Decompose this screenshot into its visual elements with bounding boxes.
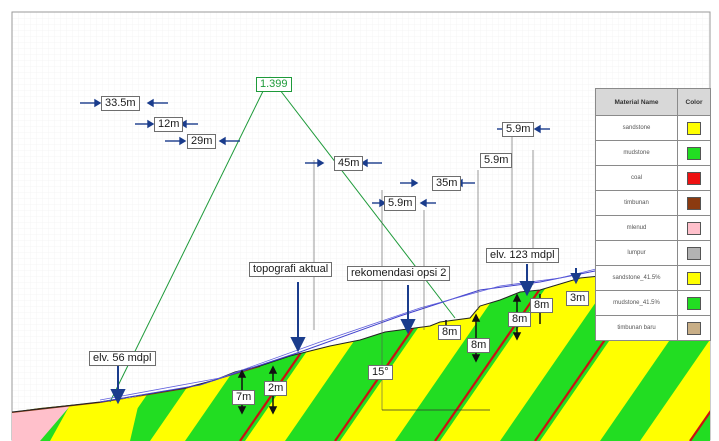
legend-color-cell — [677, 265, 711, 291]
dimension-label: 33.5m — [101, 96, 140, 111]
legend-color-cell — [677, 215, 711, 241]
legend-header-color: Color — [677, 88, 711, 116]
legend-material-name: sandstone_41.5% — [595, 265, 678, 291]
legend-color-cell — [677, 240, 711, 266]
legend-header-name: Material Name — [595, 88, 678, 116]
legend-color-swatch — [687, 321, 701, 335]
legend-color-swatch — [687, 296, 701, 310]
legend-color-cell — [677, 290, 711, 316]
legend-color-swatch — [687, 271, 701, 285]
legend-color-cell — [677, 165, 711, 191]
legend-color-swatch — [687, 196, 701, 210]
bench-height-label: 8m — [530, 298, 554, 313]
elevation-high-label: elv. 123 mdpl — [486, 248, 559, 263]
legend-material-name: mudstone — [595, 140, 678, 166]
legend-row: sandstone_41.5% — [595, 265, 711, 291]
legend-color-swatch — [687, 246, 701, 260]
legend-color-cell — [677, 140, 711, 166]
bench-height-label: 8m — [467, 338, 491, 353]
dimension-label: 12m — [154, 117, 184, 132]
slope-angle-label: 15° — [368, 365, 393, 380]
dimension-label: 45m — [334, 156, 364, 171]
recommendation-label: rekomendasi opsi 2 — [347, 266, 451, 281]
legend-material-name: mudstone_41.5% — [595, 290, 678, 316]
dimension-label: 5.9m — [502, 122, 535, 137]
legend-row: timbunan — [595, 190, 711, 216]
legend-row: sandstone — [595, 115, 711, 141]
legend-material-name: mlenud — [595, 215, 678, 241]
bench-height-label: 8m — [508, 312, 532, 327]
topography-label: topografi aktual — [249, 262, 333, 277]
legend-color-swatch — [687, 146, 701, 160]
bench-height-label: 2m — [264, 381, 288, 396]
legend-row: lumpur — [595, 240, 711, 266]
legend-row: mudstone_41.5% — [595, 290, 711, 316]
legend-color-swatch — [687, 121, 701, 135]
bench-height-label: 8m — [438, 325, 462, 340]
legend-row: timbunan baru — [595, 315, 711, 341]
legend-color-cell — [677, 190, 711, 216]
fos-label: 1.399 — [256, 77, 292, 92]
legend-row: coal — [595, 165, 711, 191]
dimension-label: 5.9m — [480, 153, 513, 168]
legend-material-name: timbunan — [595, 190, 678, 216]
bench-height-label: 3m — [566, 291, 590, 306]
bench-height-label: 7m — [232, 390, 256, 405]
legend-material-name: lumpur — [595, 240, 678, 266]
legend-row: mudstone — [595, 140, 711, 166]
dimension-label: 29m — [187, 134, 217, 149]
legend-row: mlenud — [595, 215, 711, 241]
legend-material-name: coal — [595, 165, 678, 191]
legend-color-swatch — [687, 171, 701, 185]
dimension-label: 35m — [432, 176, 462, 191]
legend-color-cell — [677, 315, 711, 341]
legend-material-name: timbunan baru — [595, 315, 678, 341]
dimension-label: 5.9m — [384, 196, 417, 211]
elevation-low-label: elv. 56 mdpl — [89, 351, 156, 366]
legend-color-cell — [677, 115, 711, 141]
legend-color-swatch — [687, 221, 701, 235]
legend-material-name: sandstone — [595, 115, 678, 141]
